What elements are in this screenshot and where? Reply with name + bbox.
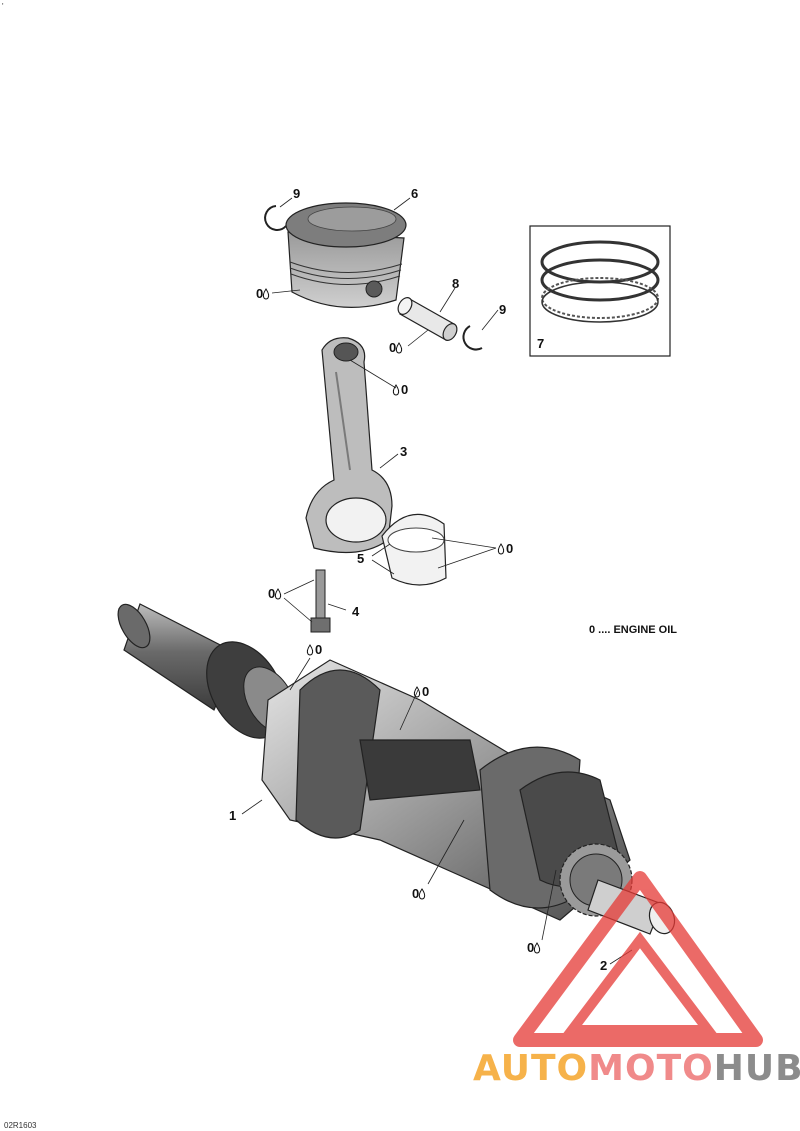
oil-mark-label: 0	[412, 886, 419, 901]
rod-bearings	[381, 513, 447, 586]
corner-mark: '	[2, 2, 4, 11]
piston-ring-set	[529, 225, 671, 357]
oil-mark-label: 0	[527, 940, 534, 955]
watermark-logo	[513, 871, 763, 1047]
oil-drop-icon	[413, 686, 421, 698]
callout-9-right: 9	[499, 302, 506, 317]
circlip-left	[264, 205, 287, 231]
circlip-right	[462, 325, 483, 351]
oil-drop-icon	[392, 384, 400, 396]
oil-mark-label: 0	[268, 586, 275, 601]
oil-mark-label: 0	[506, 541, 513, 556]
piston-pin	[397, 297, 458, 341]
engine-oil-legend: 0 .... ENGINE OIL	[589, 624, 678, 636]
piston	[285, 202, 407, 308]
oil-drop-icon	[395, 342, 403, 354]
callout-8: 8	[452, 276, 459, 291]
callout-1: 1	[229, 808, 236, 823]
oil-drop-icon	[418, 888, 426, 900]
oil-mark-label: 0	[315, 642, 322, 657]
figure-reference: 02R1603	[4, 1121, 37, 1130]
oil-mark-label: 0	[422, 684, 429, 699]
callout-3: 3	[400, 444, 407, 459]
oil-drop-icon	[262, 288, 270, 300]
callout-4: 4	[352, 604, 360, 619]
watermark-part-2: MOTO	[588, 1048, 714, 1089]
oil-mark-label: 0	[401, 382, 408, 397]
callout-9-left: 9	[293, 186, 300, 201]
oil-mark-label: 0	[256, 286, 263, 301]
oil-drop-icon	[274, 588, 282, 600]
crankshaft	[117, 603, 676, 935]
callout-6: 6	[411, 186, 418, 201]
oil-mark-label: 0	[389, 340, 396, 355]
watermark-part-3: HUB	[713, 1048, 800, 1089]
oil-drop-icon	[533, 942, 541, 954]
rod-bolt	[310, 569, 331, 633]
connecting-rod	[305, 337, 393, 554]
oil-markers: 0 0 0 0 0 0 0 0 0	[256, 286, 541, 955]
callout-7: 7	[537, 336, 544, 351]
callout-5: 5	[357, 551, 364, 566]
watermark-text: AUTOMOTOHUB	[473, 1048, 800, 1089]
leader-lines	[241, 197, 633, 965]
watermark-part-1: AUTO	[473, 1048, 589, 1089]
callout-2: 2	[600, 958, 607, 973]
oil-drop-icon	[306, 644, 314, 656]
oil-drop-icon	[497, 543, 505, 555]
